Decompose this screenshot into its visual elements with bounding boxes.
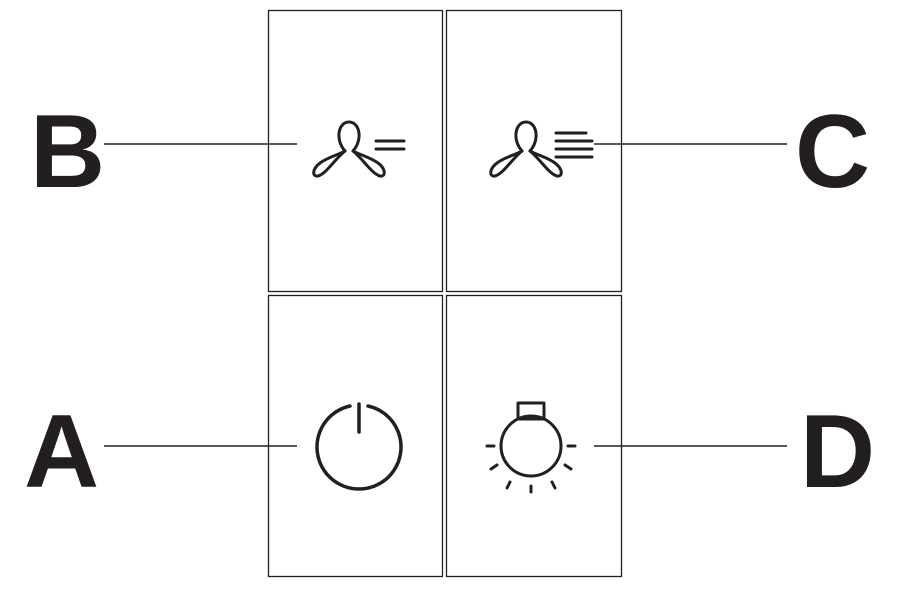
callout-label-b: B xyxy=(30,94,106,210)
fan-blade-right xyxy=(351,149,386,178)
callout-label-d: D xyxy=(800,394,876,510)
fan-blade-left xyxy=(489,149,524,178)
bulb-cap xyxy=(516,401,546,421)
fan-blade-right xyxy=(528,149,563,178)
fan-blade-left xyxy=(312,149,347,178)
callout-label-c: C xyxy=(795,94,871,210)
bulb-globe xyxy=(499,414,563,478)
power-ring xyxy=(315,404,403,491)
light-ray-6 xyxy=(563,463,573,471)
light-bulb-icon xyxy=(485,401,577,494)
light-ray-2 xyxy=(489,463,499,471)
light-button-panel[interactable] xyxy=(445,294,623,578)
fan-speed-low-icon xyxy=(312,120,406,178)
callout-label-a: A xyxy=(24,394,100,510)
power-button-panel[interactable] xyxy=(267,294,444,578)
fan-speed-high-icon xyxy=(489,120,594,178)
light-ray-5 xyxy=(550,480,557,490)
power-icon xyxy=(315,402,403,491)
fan-high-button-panel[interactable] xyxy=(445,9,623,293)
fan-blade-top xyxy=(337,120,361,153)
fan-blade-top xyxy=(514,120,538,153)
light-ray-3 xyxy=(505,480,512,490)
